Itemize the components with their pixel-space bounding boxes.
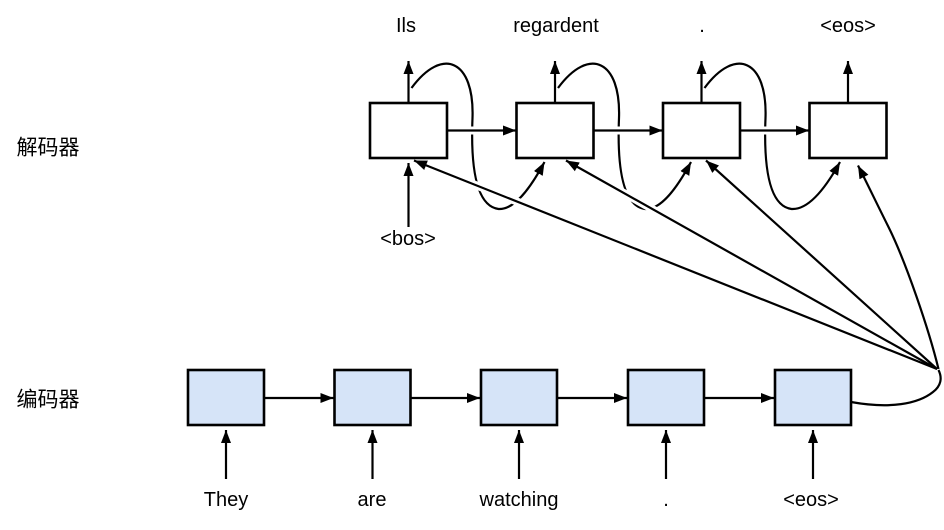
decoder-output-token-3: . (699, 15, 705, 37)
encoder-cell-5 (773, 368, 853, 427)
decoder-cell-1 (368, 101, 449, 160)
decoder-row-label: 解码器 (16, 136, 80, 160)
encoder-input-arrows (221, 430, 818, 479)
bos-token: <bos> (380, 228, 436, 250)
encoder-input-token-5: <eos> (783, 489, 839, 511)
context-arrow-to-decoder-2 (565, 159, 938, 370)
feedback-curve-3 (703, 62, 841, 211)
encoder-cell-4 (626, 368, 706, 427)
encoder-cell-1 (186, 368, 266, 427)
encoder-input-token-2: are (357, 489, 387, 511)
encoder-input-token-4: . (663, 489, 669, 511)
encoder-state-elbow (850, 369, 942, 407)
encoder-input-token-3: watching (479, 489, 559, 511)
decoder-cell-2 (515, 101, 595, 160)
line-casings (412, 126, 943, 373)
encoder-input-token-1: They (203, 489, 249, 511)
encoder-row-label: 编码器 (16, 388, 80, 412)
context-arrow-to-decoder-3 (705, 159, 938, 370)
context-arrow-to-decoder-1 (413, 159, 938, 371)
decoder-output-token-1: Ils (396, 15, 416, 37)
decoder-cell-4 (808, 101, 888, 160)
context-arrow-to-decoder-4 (857, 164, 940, 370)
encoder-cells (186, 368, 853, 427)
decoder-output-arrows (403, 61, 853, 103)
decoder-output-token-4: <eos> (820, 15, 876, 37)
decoder-cell-3 (661, 101, 742, 160)
decoder-cells (368, 101, 888, 160)
decoder-output-token-2: regardent (513, 15, 599, 37)
encoder-cell-3 (479, 368, 559, 427)
context-fan-arrows (413, 159, 942, 407)
encoder-cell-2 (333, 368, 412, 427)
feedback-curve-2 (557, 62, 692, 211)
